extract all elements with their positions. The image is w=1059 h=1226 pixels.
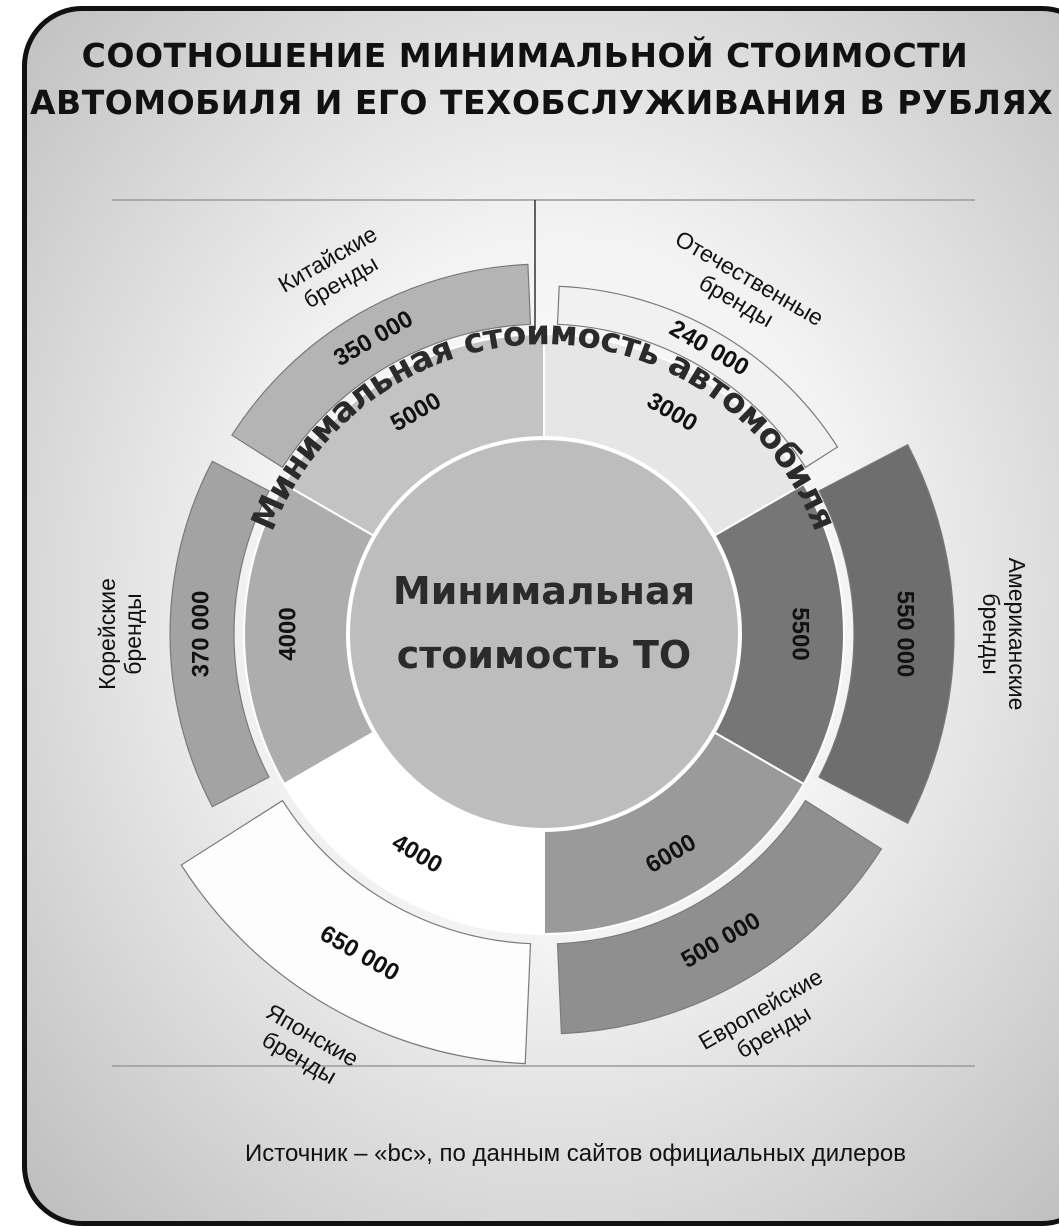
center-disc: [346, 436, 742, 832]
outer-slice-2: [556, 799, 883, 1035]
center-label: Минимальная стоимость ТО: [393, 569, 695, 677]
title-line-2: АВТОМОБИЛЯ И ЕГО ТЕХОБСЛУЖИВАНИЯ В РУБЛЯ…: [30, 83, 1054, 122]
inner-value-label-1: 5500: [787, 607, 814, 660]
category-label-line: Американские: [1004, 558, 1030, 711]
source-note: Источник – «bc», по данным сайтов официа…: [245, 1140, 906, 1167]
outer-slice-3: [180, 799, 532, 1065]
outer-slice-1: [818, 443, 955, 825]
center-label-line-1: Минимальная: [393, 569, 695, 613]
category-label-line: бренды: [120, 593, 146, 674]
outer-ring: [169, 263, 955, 1065]
category-label-line: Корейские: [94, 578, 120, 690]
outer-slice-0: [556, 285, 839, 469]
category-label-корейские-бренды: Корейскиебренды: [94, 578, 146, 690]
category-label-американские-бренды: Американскиебренды: [978, 558, 1030, 711]
outer-value-label-4: 370 000: [187, 591, 214, 678]
inner-value-label-4: 4000: [274, 607, 301, 660]
outer-slice-4: [169, 460, 270, 808]
page-title: СООТНОШЕНИЕ МИНИМАЛЬНОЙ СТОИМОСТИ АВТОМО…: [30, 32, 1054, 126]
outer-value-label-1: 550 000: [892, 591, 919, 678]
center-label-line-2: стоимость ТО: [397, 633, 691, 677]
title-line-1: СООТНОШЕНИЕ МИНИМАЛЬНОЙ СТОИМОСТИ: [81, 36, 969, 75]
category-label-line: бренды: [978, 593, 1004, 674]
donut-chart: Минимальная стоимость автомобиля Минимал…: [94, 199, 1030, 1089]
outer-slice-5: [231, 263, 532, 469]
